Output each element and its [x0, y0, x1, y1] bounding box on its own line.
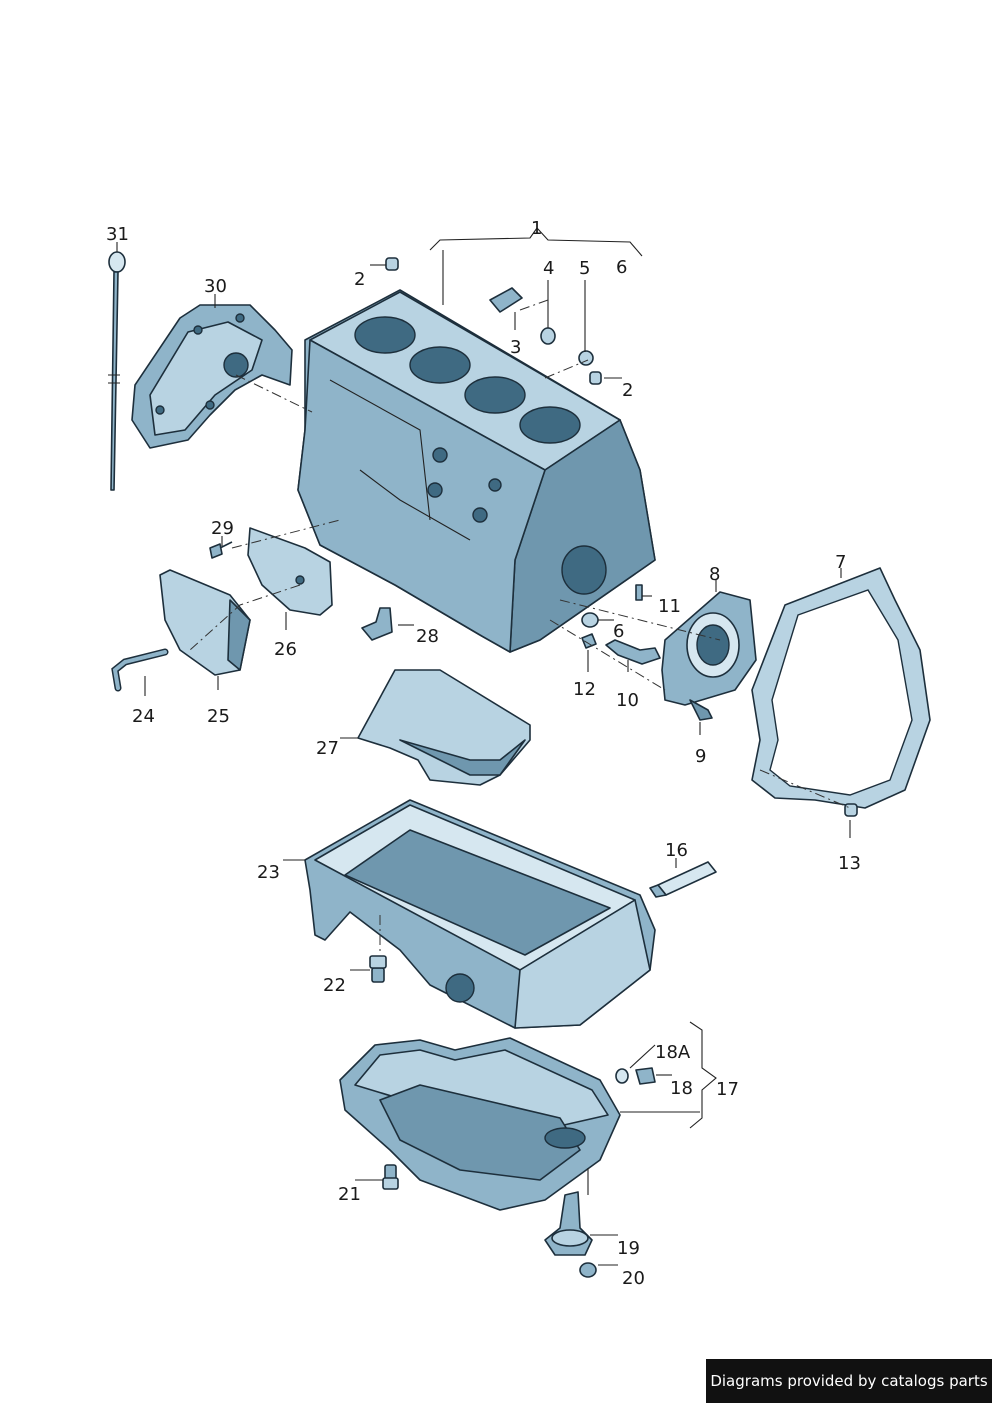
callout-26: 26 — [274, 639, 297, 660]
callout-30: 30 — [204, 276, 227, 297]
callout-11: 11 — [658, 596, 681, 617]
callout-18A: 18A — [655, 1042, 691, 1063]
bolt-21 — [382, 1164, 399, 1190]
callout-labels: 1 2 3 4 5 6 2 31 30 29 26 28 24 25 27 7 … — [106, 218, 861, 1289]
hose-24 — [111, 648, 169, 692]
cover-26 — [247, 527, 333, 616]
callout-4: 4 — [543, 258, 554, 279]
bolt-29 — [209, 541, 233, 559]
bolt-22 — [369, 955, 387, 983]
windage-tray — [357, 669, 531, 786]
callout-12: 12 — [573, 679, 596, 700]
callout-6: 6 — [616, 257, 627, 278]
callout-21: 21 — [338, 1184, 361, 1205]
oil-pump-cover — [131, 304, 293, 449]
oil-jet-28 — [361, 607, 393, 641]
callout-13: 13 — [838, 853, 861, 874]
diagram-credit: Diagrams provided by catalogs parts — [706, 1359, 992, 1403]
callout-3: 3 — [510, 337, 521, 358]
callout-29: 29 — [211, 518, 234, 539]
callout-6: 6 — [613, 621, 624, 642]
callout-24: 24 — [132, 706, 155, 727]
callout-28: 28 — [416, 626, 439, 647]
drain-plug-18 — [615, 1067, 656, 1085]
oil-level-sensor-19 — [544, 1191, 593, 1256]
callout-2: 2 — [622, 380, 633, 401]
callout-10: 10 — [616, 690, 639, 711]
callout-19: 19 — [617, 1238, 640, 1259]
callout-7: 7 — [835, 552, 846, 573]
oil-pressure-sensor — [605, 639, 661, 665]
callout-17: 17 — [716, 1079, 739, 1100]
dowel-13 — [844, 803, 858, 817]
lower-oil-pan — [339, 1037, 621, 1211]
nut-20 — [579, 1262, 597, 1278]
callout-8: 8 — [709, 564, 720, 585]
callout-27: 27 — [316, 738, 339, 759]
callout-18: 18 — [670, 1078, 693, 1099]
callout-5: 5 — [579, 258, 590, 279]
callout-9: 9 — [695, 746, 706, 767]
assembly-lines — [189, 299, 851, 955]
callout-16: 16 — [665, 840, 688, 861]
dipstick — [108, 251, 126, 491]
callout-1: 1 — [531, 218, 542, 239]
callout-31: 31 — [106, 224, 129, 245]
block-small-parts — [385, 257, 643, 649]
callout-25: 25 — [207, 706, 230, 727]
callout-2: 2 — [354, 269, 365, 290]
gearbox-gasket — [751, 567, 931, 809]
callout-23: 23 — [257, 862, 280, 883]
upper-oil-pan — [304, 799, 656, 1029]
rear-seal-flange — [661, 591, 757, 721]
baffle-25 — [159, 569, 251, 676]
cylinder-block — [297, 289, 656, 653]
sealant-tube — [649, 861, 717, 898]
callout-20: 20 — [622, 1268, 645, 1289]
leader-lines — [116, 227, 851, 1266]
callout-22: 22 — [323, 975, 346, 996]
